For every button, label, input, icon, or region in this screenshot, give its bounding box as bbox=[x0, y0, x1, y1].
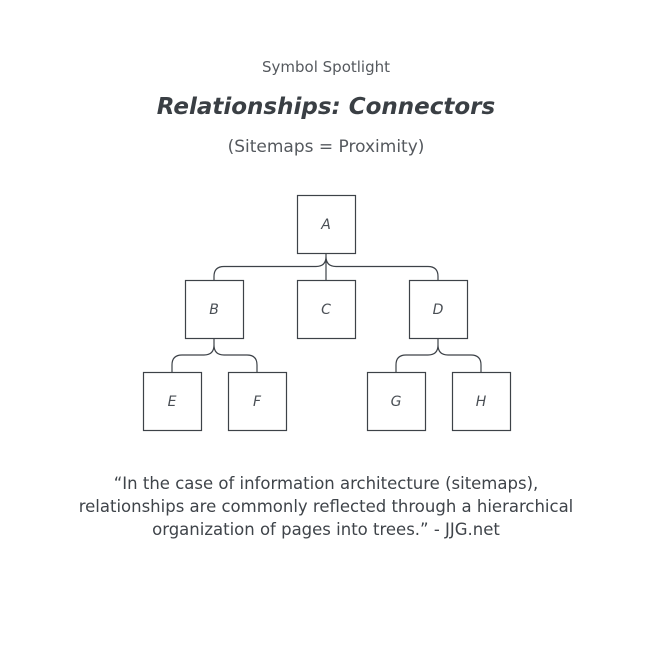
node-label: A bbox=[320, 217, 331, 233]
node-label: C bbox=[321, 302, 331, 318]
node-box bbox=[366, 371, 427, 432]
page-subtitle: (Sitemaps = Proximity) bbox=[227, 137, 425, 157]
connector-d bbox=[395, 338, 482, 372]
connector-b bbox=[171, 338, 258, 372]
node-label: B bbox=[209, 302, 219, 318]
node-d: D bbox=[408, 279, 469, 340]
node-e: E bbox=[142, 371, 203, 432]
node-c: C bbox=[296, 279, 357, 340]
footer-quote: “In the case of information architecture… bbox=[78, 474, 574, 539]
node-box bbox=[227, 371, 288, 432]
node-box bbox=[296, 279, 357, 340]
node-h: H bbox=[451, 371, 512, 432]
page-title: Relationships: Connectors bbox=[156, 94, 496, 120]
node-label: H bbox=[476, 394, 487, 410]
node-label: G bbox=[391, 394, 402, 410]
connector-a bbox=[213, 253, 439, 280]
node-b: B bbox=[184, 279, 245, 340]
node-g: G bbox=[366, 371, 427, 432]
kicker-label: Symbol Spotlight bbox=[262, 58, 390, 76]
node-box bbox=[142, 371, 203, 432]
node-label: D bbox=[433, 302, 444, 318]
node-label: E bbox=[168, 394, 177, 410]
node-box bbox=[451, 371, 512, 432]
node-a: A bbox=[296, 194, 357, 255]
node-label: F bbox=[253, 394, 262, 410]
node-box bbox=[296, 194, 357, 255]
node-box bbox=[184, 279, 245, 340]
node-f: F bbox=[227, 371, 288, 432]
node-box bbox=[408, 279, 469, 340]
